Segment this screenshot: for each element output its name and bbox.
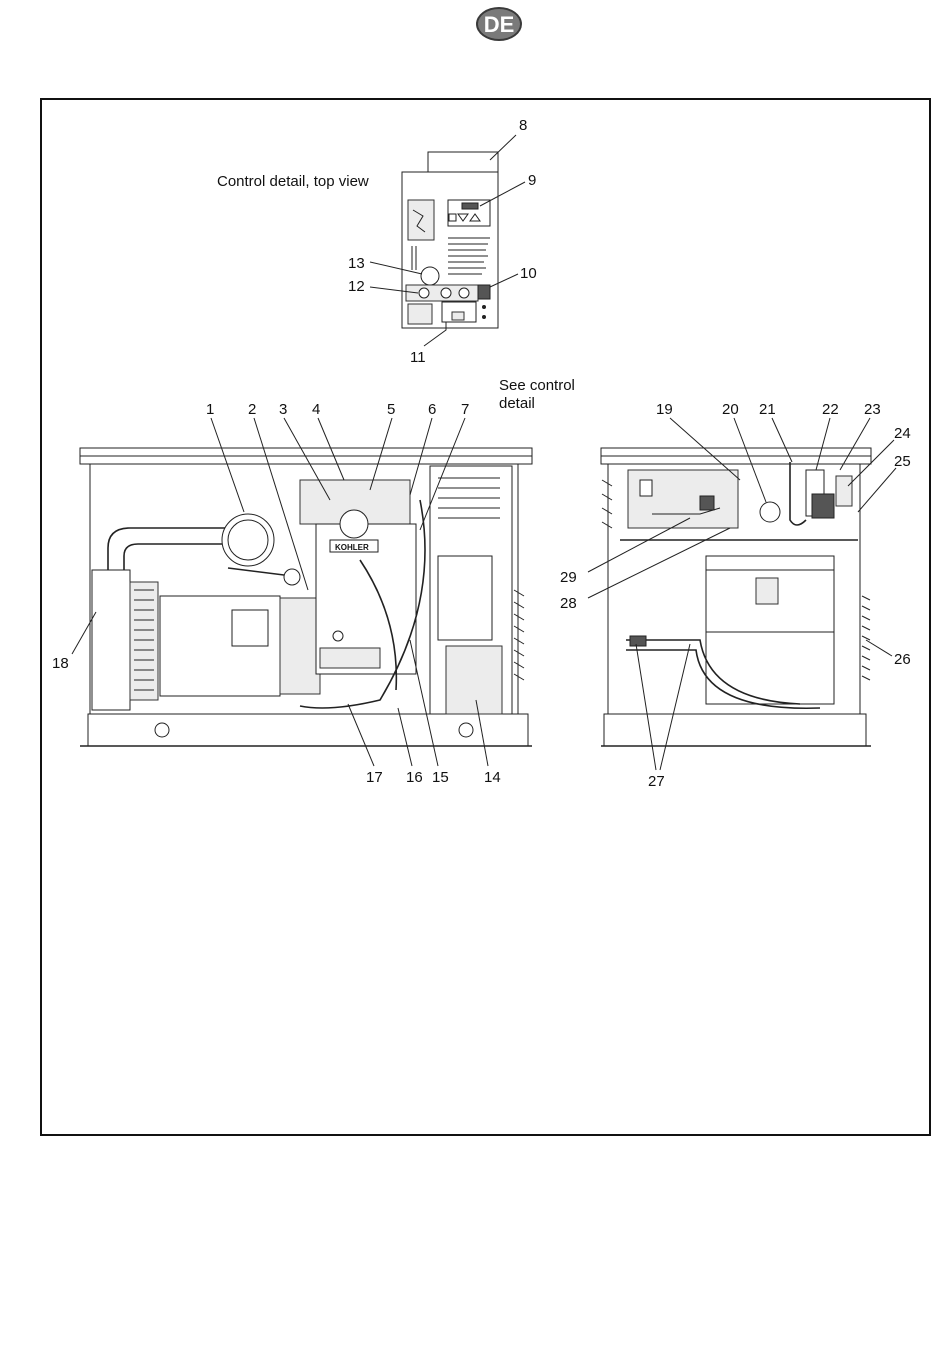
callout-4: 4 — [312, 401, 320, 418]
callout-25: 25 — [894, 453, 911, 470]
see-control-label-line2: detail — [499, 395, 535, 412]
engine-brand-label: KOHLER — [335, 543, 369, 552]
generator-right-view — [601, 448, 871, 746]
callout-23: 23 — [864, 401, 881, 418]
callout-15: 15 — [432, 769, 449, 786]
callout-3: 3 — [279, 401, 287, 418]
control-detail-caption: Control detail, top view — [217, 173, 369, 190]
callout-28: 28 — [560, 595, 577, 612]
callout-12: 12 — [348, 278, 365, 295]
callout-1: 1 — [206, 401, 214, 418]
callout-16: 16 — [406, 769, 423, 786]
callout-21: 21 — [759, 401, 776, 418]
see-control-label-line1: See control — [499, 377, 575, 394]
callout-17: 17 — [366, 769, 383, 786]
callout-6: 6 — [428, 401, 436, 418]
callout-20: 20 — [722, 401, 739, 418]
callout-26: 26 — [894, 651, 911, 668]
callout-14: 14 — [484, 769, 501, 786]
callout-29: 29 — [560, 569, 577, 586]
callout-7: 7 — [461, 401, 469, 418]
callout-13: 13 — [348, 255, 365, 272]
generator-left-view: KOHLER — [80, 448, 532, 746]
callout-9: 9 — [528, 172, 536, 189]
callout-5: 5 — [387, 401, 395, 418]
control-detail — [402, 152, 498, 328]
callout-18: 18 — [52, 655, 69, 672]
callout-2: 2 — [248, 401, 256, 418]
callout-11: 11 — [410, 349, 426, 366]
callout-27: 27 — [648, 773, 665, 790]
callout-19: 19 — [656, 401, 673, 418]
callout-8: 8 — [519, 117, 527, 134]
callout-24: 24 — [894, 425, 911, 442]
callout-22: 22 — [822, 401, 839, 418]
callout-10: 10 — [520, 265, 537, 282]
